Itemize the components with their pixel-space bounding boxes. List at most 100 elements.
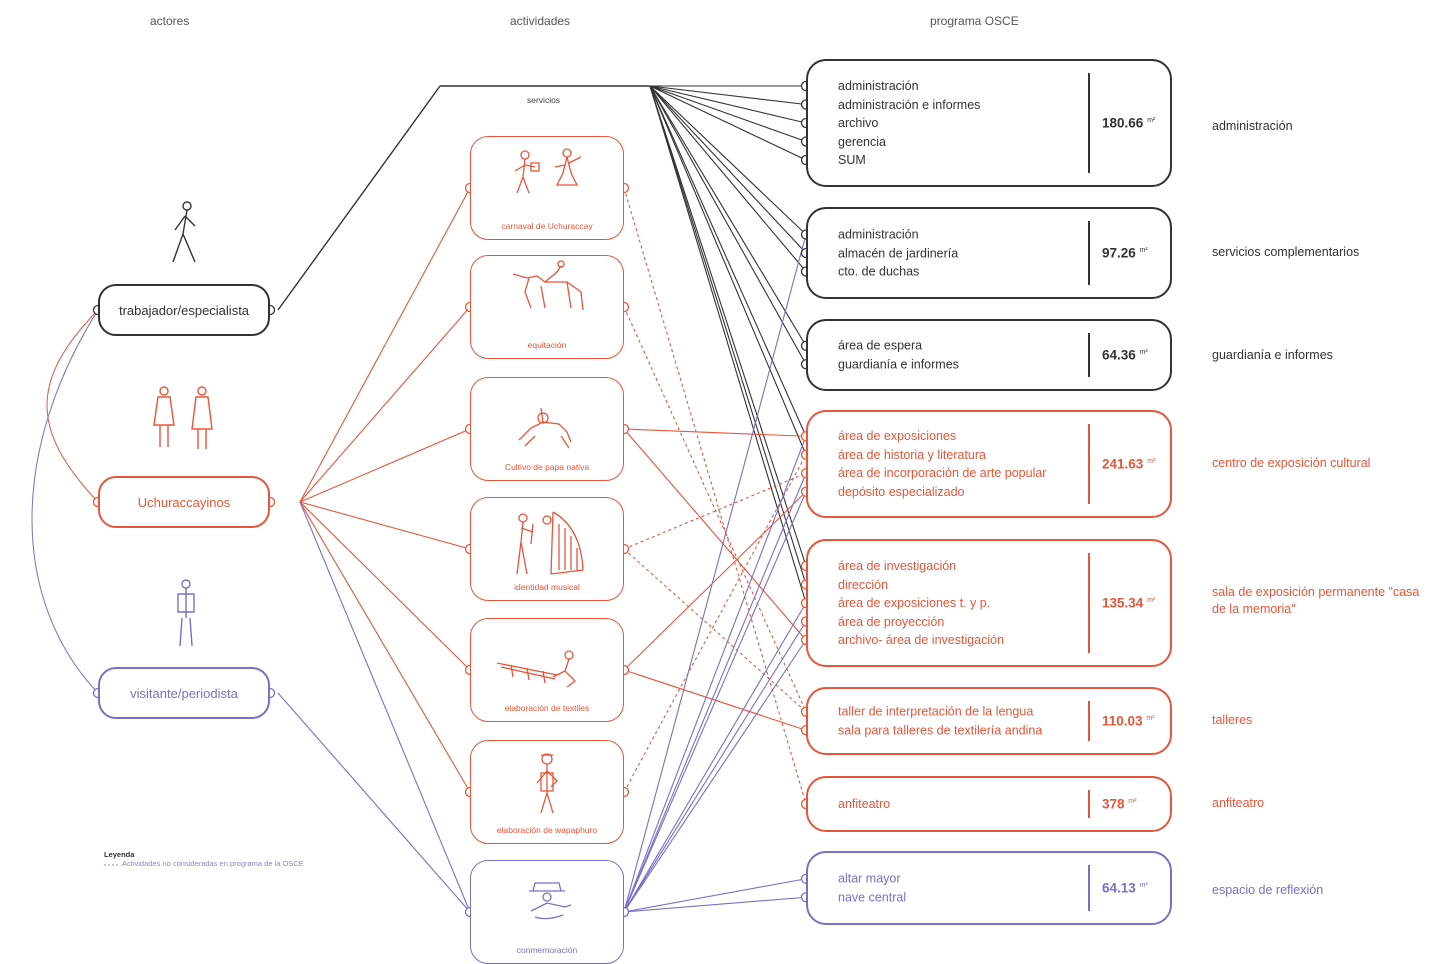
- activity-label: carnaval de Uchuraccay: [501, 221, 593, 231]
- program-category: servicios complementarios: [1212, 245, 1360, 259]
- program-item: área de exposiciones: [838, 429, 957, 443]
- program-item: área de exposiciones t. y p.: [838, 595, 991, 610]
- connection-line: [649, 85, 807, 347]
- connection-line: [649, 85, 807, 437]
- program-separator: [1088, 333, 1090, 377]
- connection-line: [299, 428, 471, 503]
- connection-line: [623, 436, 807, 913]
- program-area: 378 m²: [1102, 797, 1136, 812]
- program-area: 110.03 m²: [1102, 714, 1154, 729]
- horse-rider-icon: [512, 260, 584, 311]
- two-women-icon: [153, 386, 213, 449]
- connection-line: [623, 548, 807, 713]
- area-value: 378: [1102, 796, 1125, 812]
- program-category: administración: [1212, 119, 1293, 133]
- connection-line: [623, 491, 807, 671]
- program-item: área de investigación: [838, 558, 957, 573]
- connection-line: [649, 85, 807, 124]
- program-items: anfiteatro: [838, 795, 890, 814]
- header-activities: actividades: [510, 14, 571, 28]
- area-unit: m²: [1139, 247, 1148, 254]
- connection-line: [649, 85, 807, 143]
- connection-line: [299, 501, 471, 913]
- connection-line: [623, 472, 807, 550]
- connection-line: [299, 306, 471, 503]
- connection-line: [649, 85, 807, 106]
- activity-label: identidad musical: [514, 582, 580, 592]
- header-program: programa OSCE: [930, 14, 1019, 28]
- program-category: talleres: [1212, 713, 1253, 727]
- program-item: área de espera: [838, 338, 923, 353]
- connection-line: [623, 896, 807, 913]
- area-unit: m²: [1147, 597, 1156, 604]
- program-area: 97.26 m²: [1102, 246, 1148, 261]
- program-item: anfiteatro: [838, 796, 891, 811]
- connection-line: [623, 428, 807, 437]
- program-item: área de historia y literatura: [838, 447, 986, 462]
- area-unit: m²: [1147, 458, 1156, 465]
- header-actors: actores: [150, 14, 190, 28]
- program-items: área de espera guardianía e informes: [838, 337, 959, 374]
- area-value: 64.13: [1102, 880, 1136, 896]
- connection-line: [299, 501, 471, 550]
- program-separator: [1088, 221, 1090, 285]
- area-value: 241.63: [1102, 456, 1144, 472]
- connection-line: [649, 85, 807, 272]
- activity-box: identidad musical: [470, 497, 624, 601]
- area-value: 135.34: [1102, 595, 1144, 611]
- actor-box: visitante/periodista: [98, 667, 270, 719]
- program-separator: [1088, 73, 1090, 173]
- activity-label: Cultivo de papa nativa: [504, 462, 590, 472]
- activity-label: conmemoración: [516, 945, 578, 955]
- area-unit: m²: [1146, 715, 1155, 722]
- program-area: 180.66 m²: [1102, 116, 1155, 131]
- program-category: anfiteatro: [1212, 796, 1265, 810]
- legend-text: Actividades no consideradas en programa …: [122, 859, 304, 868]
- program-separator: [1088, 553, 1090, 653]
- activity-label: elaboración de wapaphuro: [496, 825, 598, 835]
- program-item: SUM: [838, 152, 866, 167]
- program-category: guardianía e informes: [1212, 348, 1333, 362]
- program-separator: [1088, 701, 1090, 741]
- area-value: 180.66: [1102, 115, 1144, 131]
- visitor-icon: [177, 579, 195, 647]
- activity-box: carnaval de Uchuraccay: [470, 136, 624, 240]
- program-item: guardianía e informes: [838, 357, 959, 371]
- artisan-icon: [536, 753, 558, 814]
- program-items: área de exposiciones área de historia y l…: [838, 427, 1046, 501]
- legend-title: Leyenda: [104, 850, 135, 859]
- connection-line: [649, 85, 807, 235]
- program-separator: [1088, 865, 1090, 911]
- connection-line: [649, 85, 807, 455]
- walking-worker-icon: [172, 201, 196, 263]
- program-separator: [1088, 424, 1090, 504]
- program-item: administración e informes: [838, 97, 981, 112]
- activity-box: Cultivo de papa nativa: [470, 377, 624, 481]
- program-item: archivo: [838, 115, 879, 130]
- area-unit: m²: [1147, 117, 1156, 124]
- program-item: gerencia: [838, 134, 886, 149]
- connection-line: [623, 491, 807, 913]
- program-area: 64.36 m²: [1102, 348, 1148, 363]
- program-item: almacén de jardinería: [838, 245, 959, 260]
- area-value: 97.26: [1102, 245, 1136, 261]
- program-area: 64.13 m²: [1102, 881, 1148, 896]
- connection-line: [623, 234, 807, 913]
- program-box: anfiteatro 378 m²: [806, 776, 1172, 832]
- program-item: altar mayor: [838, 871, 901, 886]
- actor-label: visitante/periodista: [130, 685, 238, 701]
- connection-line: [623, 187, 807, 805]
- actor-label: Uchuraccayinos: [137, 494, 231, 510]
- program-item: administración: [838, 227, 919, 242]
- connection-line: [299, 187, 471, 503]
- connection-line: [623, 621, 807, 913]
- area-unit: m²: [1139, 882, 1148, 889]
